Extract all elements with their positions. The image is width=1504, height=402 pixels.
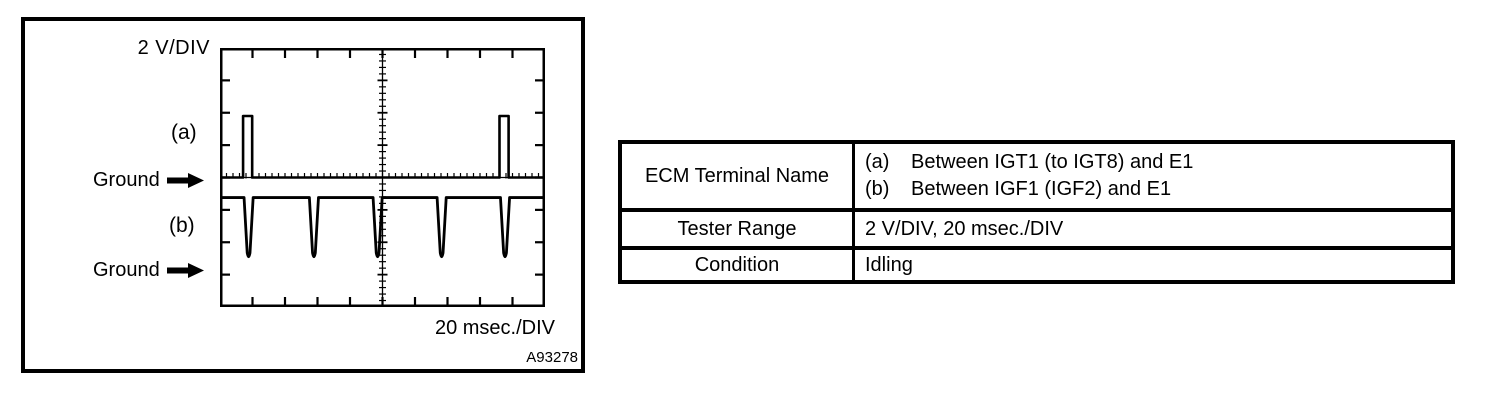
ground-a-label: Ground — [93, 169, 160, 191]
line-marker: (a) — [865, 151, 890, 173]
spec-table-header-condition: Condition — [622, 246, 852, 280]
trace-a-label: (a) — [171, 121, 197, 144]
spec-table-value-terminal: (a) Between IGT1 (to IGT8) and E1 (b) Be… — [852, 144, 1451, 208]
spec-table-header-terminal: ECM Terminal Name — [644, 164, 830, 187]
right-arrow-icon — [166, 172, 204, 188]
time-per-div-label: 20 msec./DIV — [434, 317, 555, 339]
terminal-line-b: (b) Between IGF1 (IGF2) and E1 — [865, 176, 1451, 203]
ground-marker-a: Ground — [93, 168, 204, 192]
spec-table: ECM Terminal Name (a) Between IGT1 (to I… — [618, 140, 1455, 284]
spec-table-header-tester-range: Tester Range — [622, 208, 852, 246]
line-marker: (b) — [865, 178, 890, 200]
line-text: Between IGT1 (to IGT8) and E1 — [911, 151, 1194, 173]
ground-b-label: Ground — [93, 259, 160, 281]
figure-code: A93278 — [526, 348, 578, 366]
oscilloscope-plot — [220, 48, 545, 307]
volts-per-div-label: 2 V/DIV — [137, 37, 210, 59]
trace-b-label: (b) — [169, 214, 195, 237]
spec-table-value-tester-range: 2 V/DIV, 20 msec./DIV — [852, 208, 1451, 246]
right-arrow-icon — [166, 262, 204, 278]
waveform-figure: 2 V/DIV (a) Ground (b) Ground 20 msec./D… — [21, 17, 585, 373]
line-text: Between IGF1 (IGF2) and E1 — [911, 178, 1172, 200]
spec-table-value-condition: Idling — [852, 246, 1451, 280]
ground-marker-b: Ground — [93, 258, 204, 282]
terminal-line-a: (a) Between IGT1 (to IGT8) and E1 — [865, 149, 1451, 176]
